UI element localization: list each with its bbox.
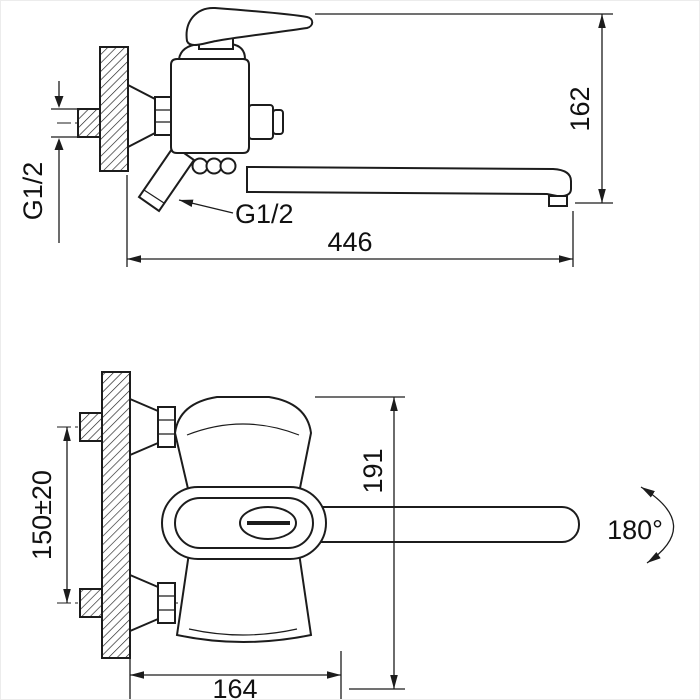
spout-front: [300, 506, 580, 543]
dim-height-162: 162: [315, 13, 613, 204]
wall-plate-front: [101, 371, 131, 659]
dim-length-446: 446: [126, 175, 574, 267]
inlet-pipe: [77, 108, 101, 138]
inlet-thread-label: G1/2: [18, 162, 48, 221]
front-view: [57, 371, 580, 659]
dim-width-164: 164: [129, 651, 342, 700]
dim-height-191: 191: [315, 396, 405, 690]
escutcheon-lower: [129, 573, 159, 633]
spout: [246, 165, 572, 198]
dim-162-label: 162: [565, 86, 595, 131]
dim-150-label: 150±20: [27, 470, 57, 560]
arrowhead: [54, 96, 64, 108]
dim-191-label: 191: [358, 448, 388, 493]
shower-thread-label: G1/2: [235, 199, 294, 229]
body-contour-top: [186, 423, 300, 436]
joint-ring: [219, 157, 237, 175]
escutcheon-cone: [127, 83, 156, 149]
aerator: [548, 195, 568, 207]
body-contour-bottom: [188, 628, 298, 636]
swivel-arc-arrow: [640, 486, 675, 564]
shower-outlet: [137, 144, 196, 213]
thread-callout-shower: G1/2: [178, 199, 294, 229]
joint-ring: [205, 157, 223, 175]
dim-mount-spacing: 150±20: [27, 427, 71, 603]
swivel-angle-label: 180°: [607, 515, 663, 545]
dim-164-label: 164: [212, 674, 257, 700]
diverter-knob: [248, 104, 274, 140]
leader-line: [178, 199, 234, 214]
joint-ring: [191, 157, 209, 175]
mounting-nut-lower: [157, 582, 176, 624]
mounting-nut-upper: [157, 406, 176, 448]
arrowhead: [54, 138, 64, 150]
wall-plate: [99, 46, 129, 172]
faucet-body: [170, 58, 250, 154]
escutcheon-upper: [129, 397, 159, 457]
side-view: [57, 6, 572, 213]
diverter-cap: [272, 109, 284, 135]
shower-outlet-thread-line: [143, 189, 165, 204]
inlet-pipe-lower: [79, 588, 103, 618]
thread-callout-inlet: G1/2: [18, 81, 78, 243]
lever-handle: [185, 6, 314, 47]
inlet-pipe-upper: [79, 412, 103, 442]
dim-446-label: 446: [327, 227, 372, 257]
swivel-annotation: 180°: [607, 486, 675, 564]
